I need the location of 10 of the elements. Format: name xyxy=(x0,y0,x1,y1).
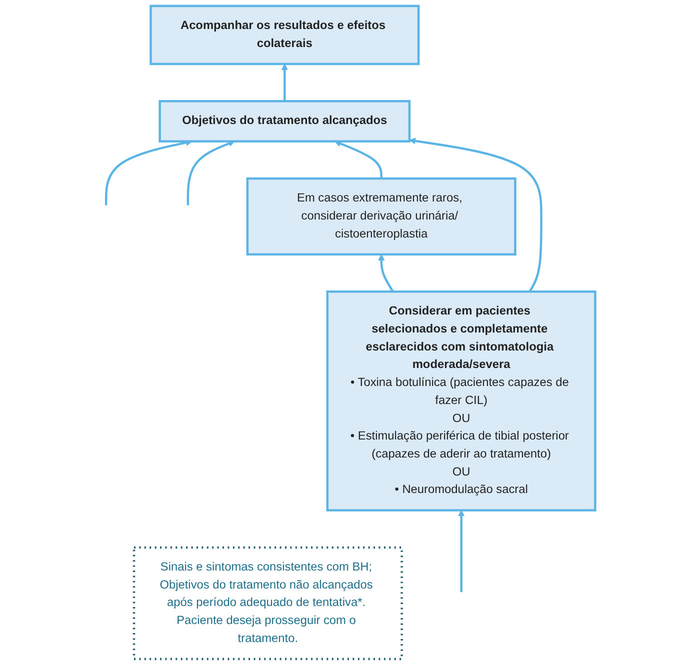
arrow xyxy=(186,140,235,206)
arrow xyxy=(281,64,288,102)
arrow xyxy=(334,140,382,179)
arrow xyxy=(458,510,465,592)
node-box: Em casos extremamente raros, considerar derivação urinária/ cistoenteroplastia xyxy=(246,177,516,256)
arrow xyxy=(378,254,394,292)
node-box: Considerar em pacientes selecionados e completamente esclarecidos com sintomatologia moderada/severa • Toxina botulínica (pacientes capazes de fazer CIL) OU • Estimulação periférica de tibial posterior (capazes de aderir ao tratamento) OU • Neuromodulação sacral xyxy=(326,290,596,512)
node-box: Acompanhar os resultados e efeitos colaterais xyxy=(150,4,420,66)
arrow xyxy=(409,138,542,292)
node-box: Objetivos do tratamento alcançados xyxy=(158,100,411,142)
